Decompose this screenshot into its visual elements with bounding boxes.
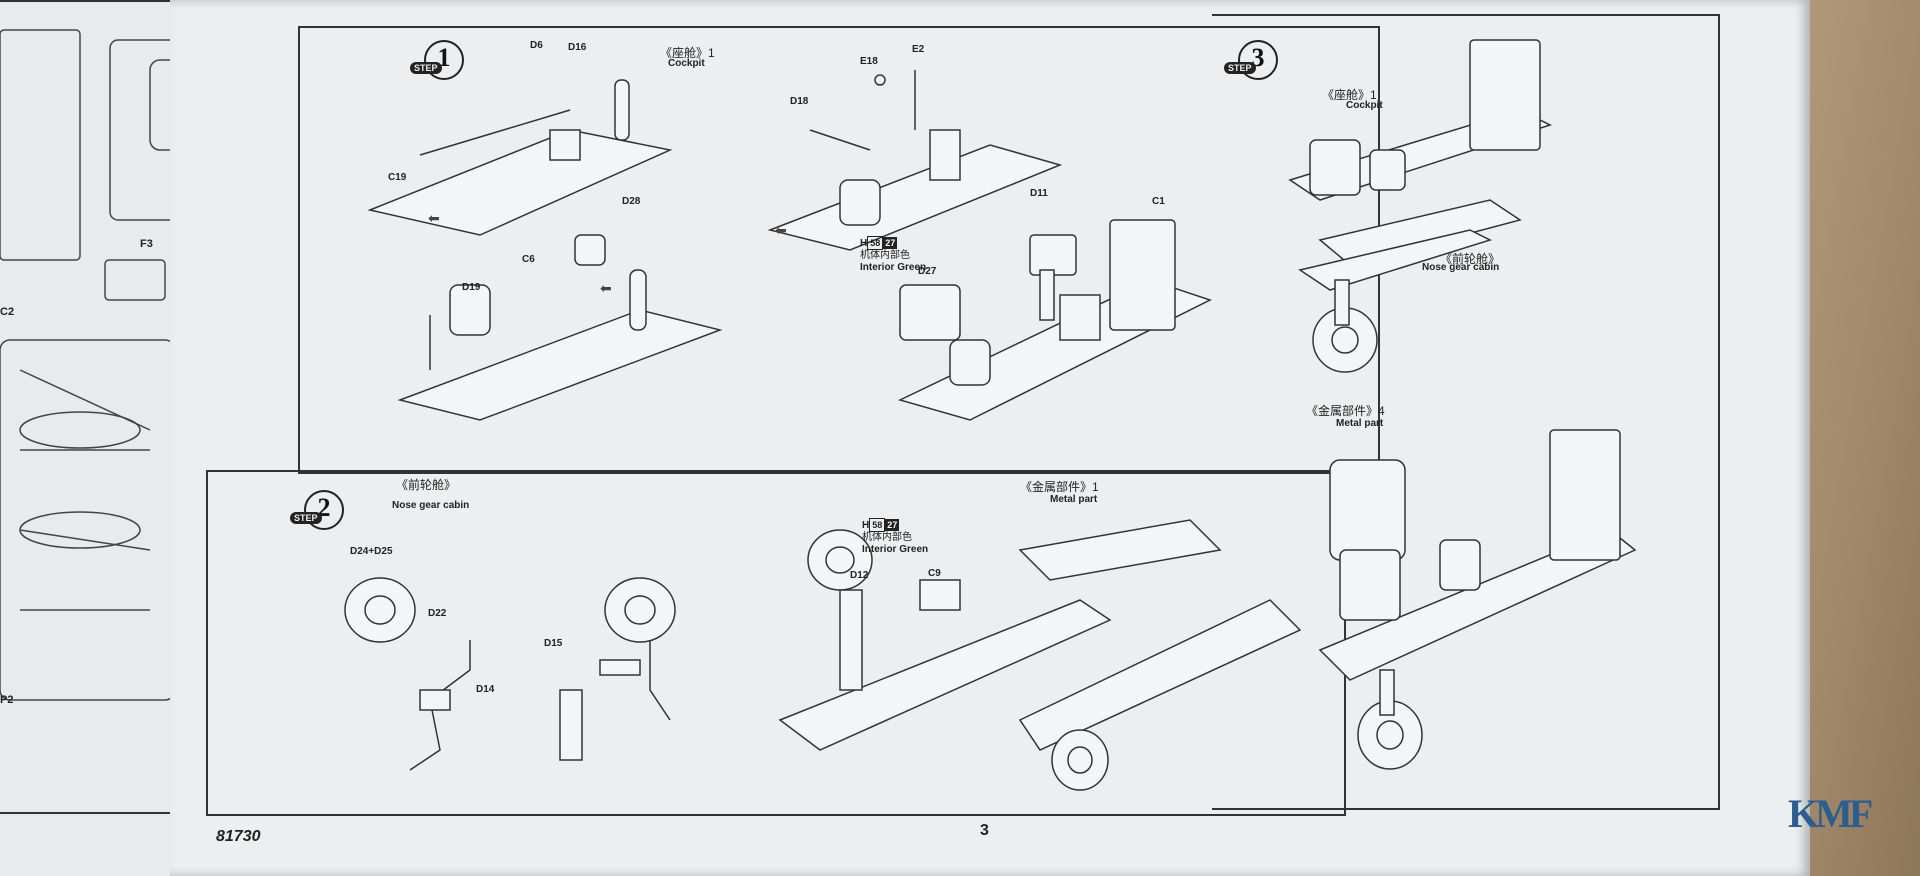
step3-nose-en: Nose gear cabin xyxy=(1422,262,1500,273)
part-label-f3: F3 xyxy=(140,238,153,250)
part-label-d19: D19 xyxy=(462,282,481,293)
part-label-d16: D16 xyxy=(568,42,587,53)
part-label-d14: D14 xyxy=(476,684,495,695)
step3-cockpit-cn: 《座舱》1 xyxy=(1322,88,1377,102)
part-label-d28: D28 xyxy=(622,196,641,207)
step1-title-en: Cockpit xyxy=(668,58,705,69)
step1-paint-code-num: 58 xyxy=(867,236,884,250)
step1-paint-en: Interior Green xyxy=(860,262,927,273)
step1-arrow-3: ⬅ xyxy=(775,222,787,238)
step2-gear-drawings xyxy=(344,519,1302,791)
step2-metal-cn: 《金属部件》1 xyxy=(1020,480,1099,494)
step3-cockpit-en: Cockpit xyxy=(1346,100,1383,111)
catalog-number: 81730 xyxy=(216,828,261,845)
part-label-d12: D12 xyxy=(850,570,869,581)
part-label-d24-d25: D24+D25 xyxy=(350,546,393,557)
part-label-d6: D6 xyxy=(530,40,543,51)
step1-cockpit-drawings xyxy=(367,70,1212,421)
step1-paint-cn: 机体内部色 xyxy=(860,250,910,261)
part-label-d27: D27 xyxy=(918,266,937,277)
instruction-page: 1 STEP 《座舱》1 Cockpit xyxy=(170,0,1810,876)
step1-title-cn: 《座舱》1 xyxy=(660,46,715,60)
step2-title-en: Nose gear cabin xyxy=(392,500,470,511)
part-label-d18: D18 xyxy=(790,96,809,107)
step2-badge: 2 STEP xyxy=(290,490,352,530)
step1-paint-code: H xyxy=(860,238,868,249)
step3-tag: STEP xyxy=(1224,62,1256,74)
step2-metal-en: Metal part xyxy=(1050,494,1098,505)
part-label-c1: C1 xyxy=(1152,196,1165,207)
step2-paint-en: Interior Green xyxy=(862,544,929,555)
step1-paint-code2: 27 xyxy=(883,237,898,249)
step1-badge: 1 STEP xyxy=(410,40,472,80)
page-number: 3 xyxy=(980,822,989,839)
step1-arrow-1: ⬅ xyxy=(428,210,440,226)
part-label-c9: C9 xyxy=(928,568,941,579)
step3-panel xyxy=(1212,14,1720,810)
step3-metal-en: Metal part xyxy=(1336,418,1384,429)
step2-paint-code2: 27 xyxy=(885,519,900,531)
part-label-c2: C2 xyxy=(0,306,15,318)
step1-tag: STEP xyxy=(410,62,442,74)
watermark-logo: KMF xyxy=(1788,791,1873,836)
step3-metal-cn: 《金属部件》4 xyxy=(1306,404,1385,418)
part-label-e18: E18 xyxy=(860,56,878,67)
part-label-c6: C6 xyxy=(522,254,535,265)
part-label-e2: E2 xyxy=(912,44,925,55)
step2-title-cn: 《前轮舱》 xyxy=(396,478,457,492)
step2-paint-code: H xyxy=(862,520,870,531)
step2-paint-cn: 机体内部色 xyxy=(862,532,912,543)
part-label-p2: P2 xyxy=(0,694,14,706)
part-label-d22: D22 xyxy=(428,608,447,619)
part-label-d15: D15 xyxy=(544,638,563,649)
step2-tag: STEP xyxy=(290,512,322,524)
step3-assembly-drawings xyxy=(1288,39,1637,770)
step2-paint-code-num: 58 xyxy=(869,518,886,532)
step1-arrow-2: ⬅ xyxy=(600,280,612,296)
part-label-c19: C19 xyxy=(388,172,407,183)
step3-badge: 3 STEP xyxy=(1224,40,1286,80)
step3-nose-cn: 《前轮舱》 xyxy=(1440,252,1501,266)
part-label-d11: D11 xyxy=(1030,188,1048,199)
